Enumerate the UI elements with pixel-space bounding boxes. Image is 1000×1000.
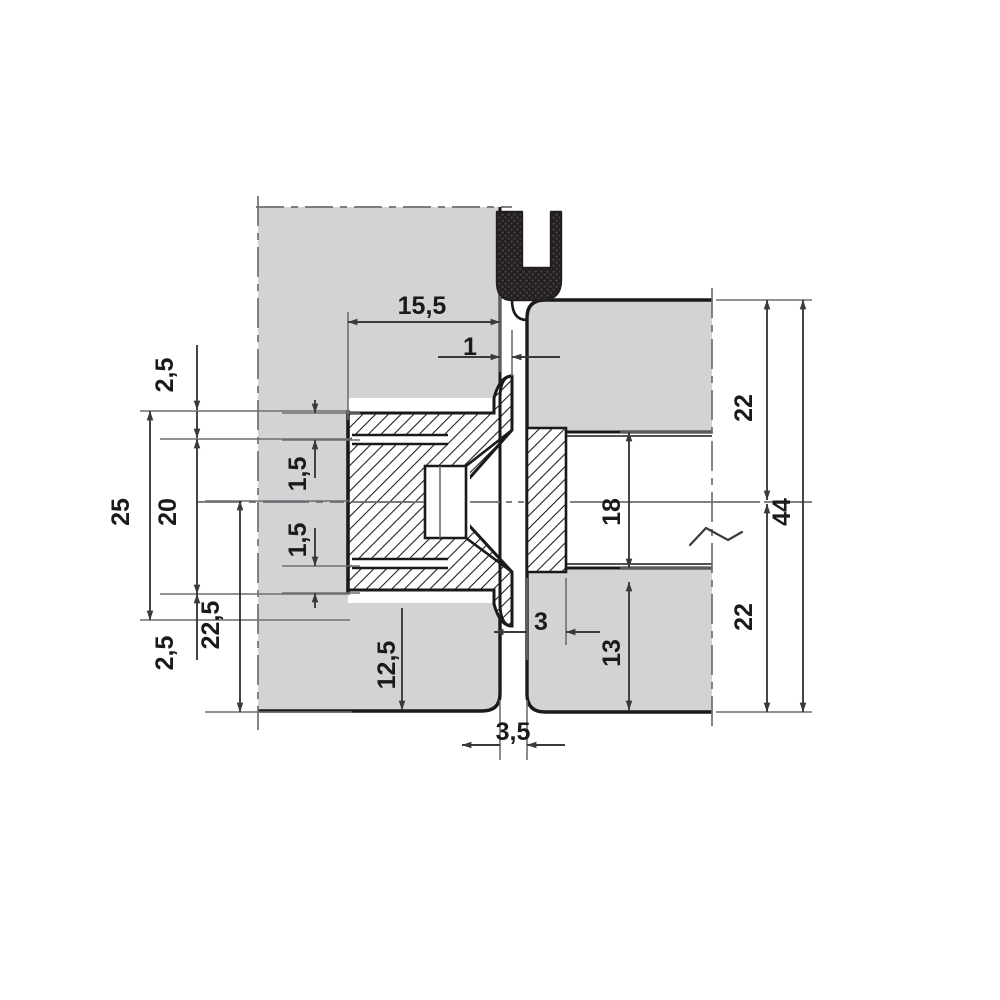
dim-right-group	[763, 299, 807, 713]
centre-lines	[196, 196, 812, 730]
dim-label-2-5-bottom: 2,5	[151, 636, 179, 671]
dim-label-25: 25	[107, 498, 135, 526]
dim-left-group	[146, 345, 244, 713]
dim-label-13: 13	[598, 639, 626, 667]
dim-horizontal-top-group	[347, 318, 560, 361]
dim-label-3: 3	[534, 608, 548, 636]
dim-label-12-5: 12,5	[373, 641, 401, 690]
dim-label-2-5-top: 2,5	[151, 358, 179, 393]
break-symbol	[688, 526, 744, 547]
dim-label-18: 18	[598, 498, 626, 526]
dim-label-15-5: 15,5	[398, 292, 447, 320]
dim-label-1-5-lower: 1,5	[284, 523, 312, 558]
dim-label-1: 1	[463, 333, 477, 361]
dim-label-22-upper: 22	[730, 394, 758, 422]
dim-label-20: 20	[154, 498, 182, 526]
dim-label-44: 44	[768, 498, 796, 526]
part-seal-gasket	[495, 210, 563, 302]
dim-3-and-3-5-group	[461, 628, 600, 749]
dim-label-22-lower: 22	[730, 603, 758, 631]
dim-label-22-5: 22,5	[197, 601, 225, 650]
part-hinge-cup	[346, 374, 514, 628]
dim-label-1-5-upper: 1,5	[284, 457, 312, 492]
dim-label-3-5: 3,5	[496, 718, 531, 746]
part-frame-collar-section	[525, 426, 568, 574]
